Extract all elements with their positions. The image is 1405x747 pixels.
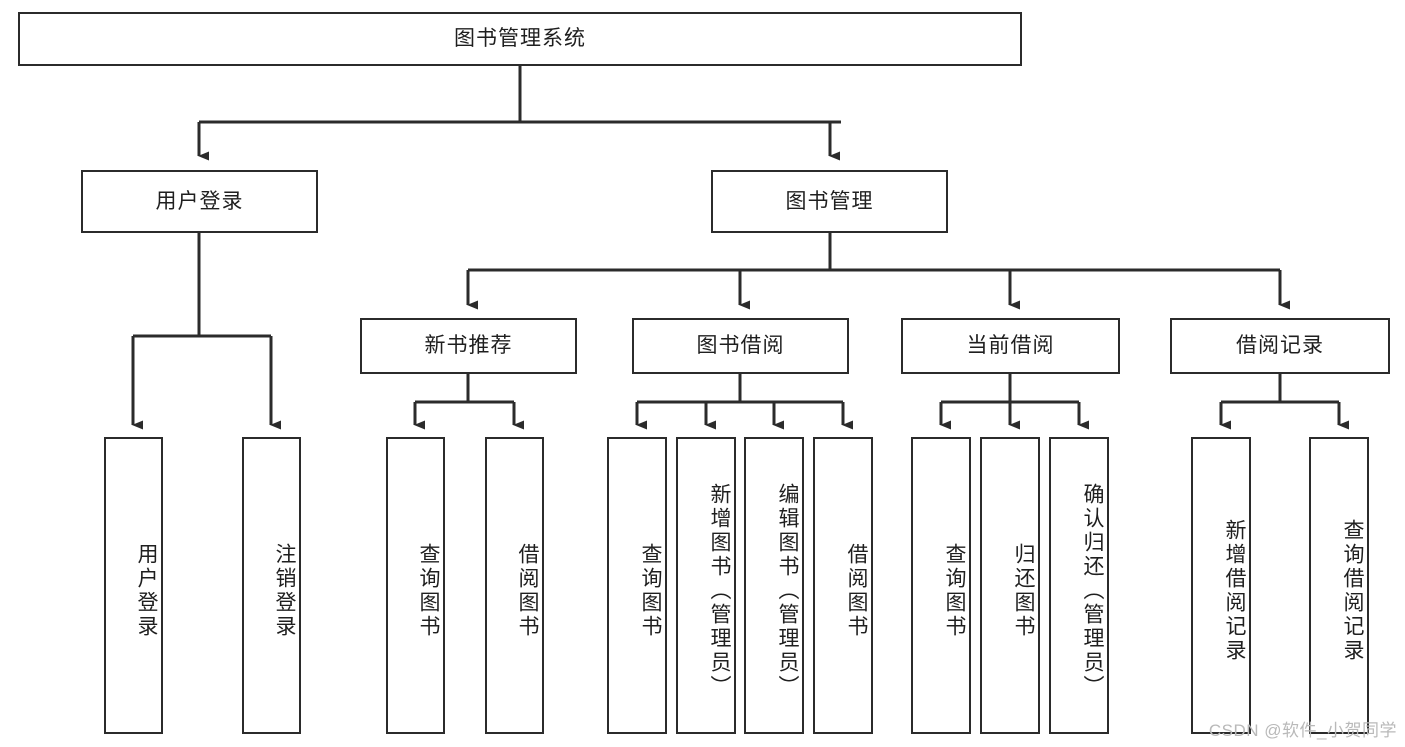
node-label: 编辑图书（管理员） xyxy=(776,482,799,699)
node-label: 当前借阅 xyxy=(966,334,1055,358)
node-label: 图书管理系统 xyxy=(454,27,586,51)
node-label: 用户登录 xyxy=(135,542,158,639)
node-label: 借阅记录 xyxy=(1236,334,1324,358)
node-label: 新书推荐 xyxy=(424,334,513,358)
node-label: 查询借阅记录 xyxy=(1341,518,1364,663)
leaf-query-book-current[interactable]: 查询图书 xyxy=(911,437,971,734)
leaf-query-book-recommend[interactable]: 查询图书 xyxy=(386,437,445,734)
node-label: 确认归还（管理员） xyxy=(1081,482,1104,699)
node-user-login[interactable]: 用户登录 xyxy=(81,170,318,233)
leaf-user-login[interactable]: 用户登录 xyxy=(104,437,163,734)
node-book-management[interactable]: 图书管理 xyxy=(711,170,948,233)
leaf-edit-book-admin[interactable]: 编辑图书（管理员） xyxy=(744,437,804,734)
node-label: 查询图书 xyxy=(417,542,440,639)
leaf-user-logout[interactable]: 注销登录 xyxy=(242,437,301,734)
node-borrow-record[interactable]: 借阅记录 xyxy=(1170,318,1390,374)
node-label: 新增借阅记录 xyxy=(1223,518,1246,663)
node-label: 借阅图书 xyxy=(845,542,868,639)
node-new-book-recommend[interactable]: 新书推荐 xyxy=(360,318,577,374)
node-label: 新增图书（管理员） xyxy=(708,482,731,699)
node-label: 图书管理 xyxy=(785,189,874,213)
node-label: 归还图书 xyxy=(1012,542,1035,639)
leaf-borrow-book[interactable]: 借阅图书 xyxy=(813,437,873,734)
node-current-borrow[interactable]: 当前借阅 xyxy=(901,318,1120,374)
leaf-return-book[interactable]: 归还图书 xyxy=(980,437,1040,734)
node-label: 用户登录 xyxy=(155,189,244,213)
watermark: CSDN @软件_小贺同学 xyxy=(1208,721,1397,740)
node-label: 图书借阅 xyxy=(696,334,785,358)
node-label: 查询图书 xyxy=(943,542,966,639)
leaf-borrow-book-recommend[interactable]: 借阅图书 xyxy=(485,437,544,734)
leaf-query-book-borrow[interactable]: 查询图书 xyxy=(607,437,667,734)
leaf-query-borrow-record[interactable]: 查询借阅记录 xyxy=(1309,437,1369,734)
node-label: 借阅图书 xyxy=(516,542,539,639)
leaf-add-book-admin[interactable]: 新增图书（管理员） xyxy=(676,437,736,734)
leaf-confirm-return-admin[interactable]: 确认归还（管理员） xyxy=(1049,437,1109,734)
node-label: 注销登录 xyxy=(273,542,296,639)
node-book-borrow[interactable]: 图书借阅 xyxy=(632,318,849,374)
node-root[interactable]: 图书管理系统 xyxy=(18,12,1022,66)
leaf-add-borrow-record[interactable]: 新增借阅记录 xyxy=(1191,437,1251,734)
node-label: 查询图书 xyxy=(639,542,662,639)
